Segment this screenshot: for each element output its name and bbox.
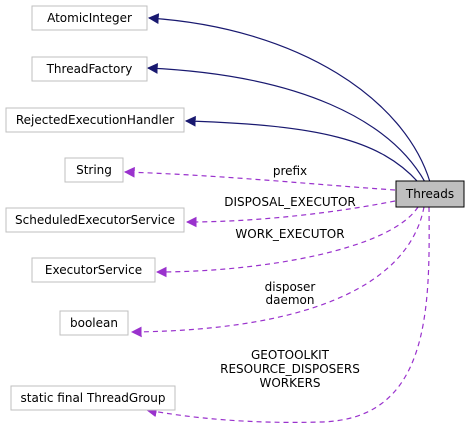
node-atomic-integer-label: AtomicInteger (47, 11, 132, 25)
node-threads[interactable]: Threads (395, 180, 465, 208)
node-atomic-integer[interactable]: AtomicInteger (31, 5, 148, 31)
node-executor-service[interactable]: ExecutorService (31, 257, 156, 283)
edge-label-disposer: disposer (265, 280, 316, 294)
node-thread-group-label: static final ThreadGroup (21, 391, 166, 405)
node-thread-factory-label: ThreadFactory (46, 62, 133, 76)
node-thread-factory[interactable]: ThreadFactory (31, 56, 148, 82)
node-boolean-label: boolean (70, 316, 118, 330)
edge-threads-boolean (130, 206, 425, 338)
node-string[interactable]: String (64, 157, 124, 183)
edge-label-geotoolkit: GEOTOOLKIT (251, 348, 330, 362)
node-scheduled-executor-service-label: ScheduledExecutorService (15, 213, 175, 227)
edge-threads-threadgroup (145, 206, 430, 423)
edge-threads-rejectedexecutionhandler (184, 115, 419, 183)
edge-label-daemon: daemon (266, 293, 315, 307)
node-string-label: String (76, 163, 112, 177)
edge-threads-executorservice (155, 206, 419, 278)
edge-threads-scheduledexecutorservice (185, 200, 396, 228)
node-rejected-execution-handler[interactable]: RejectedExecutionHandler (5, 107, 185, 133)
node-scheduled-executor-service[interactable]: ScheduledExecutorService (5, 207, 185, 233)
edge-label-prefix: prefix (273, 164, 307, 178)
node-boolean[interactable]: boolean (59, 310, 129, 336)
node-threads-label: Threads (405, 187, 454, 201)
edge-label-work-executor: WORK_EXECUTOR (235, 227, 344, 241)
edge-threads-threadfactory (146, 63, 426, 183)
edge-threads-atomicinteger (147, 13, 431, 183)
edge-threads-string (123, 166, 396, 191)
node-executor-service-label: ExecutorService (45, 263, 142, 277)
edge-label-resource-disposers: RESOURCE_DISPOSERS (220, 362, 360, 376)
node-thread-group[interactable]: static final ThreadGroup (10, 385, 176, 411)
edge-label-disposal-executor: DISPOSAL_EXECUTOR (224, 195, 355, 209)
edge-label-workers: WORKERS (259, 376, 320, 390)
node-rejected-execution-handler-label: RejectedExecutionHandler (16, 113, 174, 127)
